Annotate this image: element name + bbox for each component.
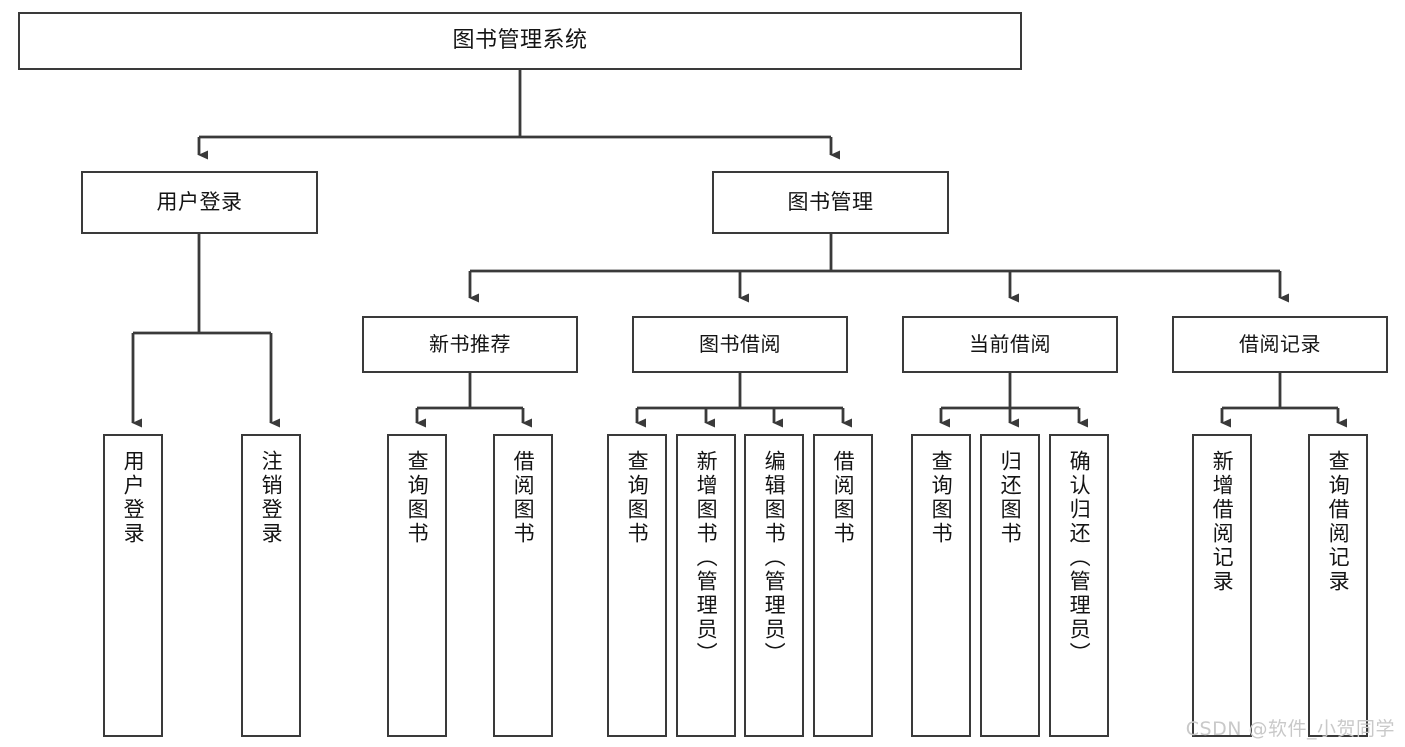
node-label: 新书推荐 [429, 332, 511, 356]
node-label: 新增图书（管理员） [694, 450, 719, 666]
leaf-return-book[interactable]: 归还图书 [980, 434, 1040, 737]
node-label: 用户登录 [121, 450, 146, 546]
node-label: 图书管理系统 [452, 28, 588, 54]
leaf-confirm-return-admin[interactable]: 确认归还（管理员） [1049, 434, 1109, 737]
node-label: 编辑图书（管理员） [762, 450, 787, 666]
node-label: 查询借阅记录 [1326, 450, 1351, 594]
leaf-logout-login[interactable]: 注销登录 [241, 434, 301, 737]
leaf-user-login[interactable]: 用户登录 [103, 434, 163, 737]
node-label: 查询图书 [929, 450, 954, 546]
node-label: 确认归还（管理员） [1067, 450, 1092, 666]
node-label: 查询图书 [405, 450, 430, 546]
node-label: 当前借阅 [969, 332, 1051, 356]
leaf-add-borrow-record[interactable]: 新增借阅记录 [1192, 434, 1252, 737]
watermark: CSDN @软件_小贺同学 [1185, 718, 1395, 740]
leaf-query-book-borrow[interactable]: 查询图书 [607, 434, 667, 737]
leaf-add-book-admin[interactable]: 新增图书（管理员） [676, 434, 736, 737]
node-book-management[interactable]: 图书管理 [712, 171, 949, 234]
leaf-borrow-book[interactable]: 借阅图书 [813, 434, 873, 737]
node-label: 图书借阅 [699, 332, 781, 356]
node-label: 图书管理 [787, 190, 874, 215]
leaf-query-book-current[interactable]: 查询图书 [911, 434, 971, 737]
node-label: 借阅记录 [1239, 332, 1321, 356]
node-label: 借阅图书 [511, 450, 536, 546]
node-root-system[interactable]: 图书管理系统 [18, 12, 1022, 70]
leaf-query-borrow-record[interactable]: 查询借阅记录 [1308, 434, 1368, 737]
leaf-borrow-book-recommend[interactable]: 借阅图书 [493, 434, 553, 737]
node-label: 查询图书 [625, 450, 650, 546]
node-label: 用户登录 [156, 190, 243, 215]
node-book-borrow[interactable]: 图书借阅 [632, 316, 848, 373]
node-user-login[interactable]: 用户登录 [81, 171, 318, 234]
node-label: 归还图书 [998, 450, 1023, 546]
leaf-edit-book-admin[interactable]: 编辑图书（管理员） [744, 434, 804, 737]
node-label: 注销登录 [259, 450, 284, 546]
node-label: 新增借阅记录 [1210, 450, 1235, 594]
node-label: 借阅图书 [831, 450, 856, 546]
leaf-query-book-recommend[interactable]: 查询图书 [387, 434, 447, 737]
node-borrow-record[interactable]: 借阅记录 [1172, 316, 1388, 373]
node-new-book-recommend[interactable]: 新书推荐 [362, 316, 578, 373]
node-current-borrow[interactable]: 当前借阅 [902, 316, 1118, 373]
